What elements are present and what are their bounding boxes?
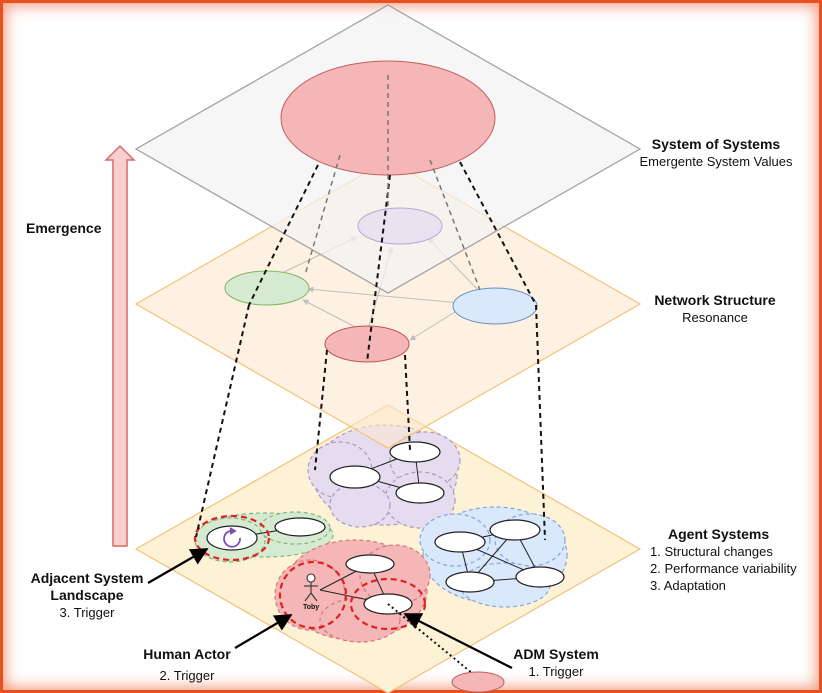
agent-node bbox=[345, 554, 395, 574]
adjacent-trigger: 3. Trigger bbox=[59, 605, 115, 620]
agent-node bbox=[445, 571, 495, 593]
emergence-label: Emergence bbox=[26, 220, 102, 236]
adjacent-node bbox=[206, 525, 258, 551]
adm-callout-arrow bbox=[403, 613, 513, 669]
adm-system-node bbox=[451, 671, 505, 693]
adm-title: ADM System bbox=[513, 646, 599, 662]
human-trigger-ring bbox=[278, 560, 348, 630]
cycle-icon bbox=[223, 527, 241, 548]
middle-layer-label: Network Structure Resonance bbox=[640, 292, 790, 326]
emergence-arrow bbox=[104, 144, 136, 547]
human-callout: Human Actor 2. Trigger bbox=[132, 646, 242, 684]
adjacent-title-1: Adjacent System bbox=[30, 570, 144, 586]
adjacent-callout: Adjacent System Landscape 3. Trigger bbox=[18, 570, 156, 621]
bottom-layer-item: 3. Adaptation bbox=[650, 578, 726, 593]
bottom-layer-label: Agent Systems 1. Structural changes 2. P… bbox=[650, 526, 797, 594]
agent-node bbox=[389, 441, 441, 463]
agent-node bbox=[274, 517, 326, 537]
agent-node bbox=[434, 531, 486, 553]
adjacent-trigger-ring bbox=[193, 514, 271, 562]
bottom-layer-item: 2. Performance variability bbox=[650, 561, 797, 576]
adm-trigger-ring bbox=[349, 577, 427, 631]
network-node-blue bbox=[452, 287, 538, 325]
network-structure-plane bbox=[134, 159, 642, 449]
network-node-purple bbox=[357, 207, 443, 245]
human-trigger: 2. Trigger bbox=[159, 668, 215, 683]
network-node-red bbox=[324, 325, 410, 363]
adm-callout: ADM System 1. Trigger bbox=[506, 646, 606, 680]
agent-node bbox=[489, 519, 541, 541]
middle-layer-subtitle: Resonance bbox=[682, 310, 748, 325]
human-callout-arrow bbox=[234, 614, 293, 649]
human-actor-icon bbox=[304, 573, 318, 602]
adjacent-callout-arrow bbox=[147, 548, 209, 584]
human-title: Human Actor bbox=[143, 646, 231, 662]
actor-name: Toby bbox=[303, 604, 320, 611]
adm-trigger: 1. Trigger bbox=[528, 664, 584, 679]
agent-node bbox=[515, 566, 565, 588]
agent-node bbox=[395, 482, 445, 504]
agent-node bbox=[329, 465, 381, 489]
bottom-layer-item: 1. Structural changes bbox=[650, 544, 773, 559]
middle-layer-title: Network Structure bbox=[654, 292, 776, 308]
bottom-layer-title: Agent Systems bbox=[668, 526, 770, 542]
top-layer-title: System of Systems bbox=[651, 136, 781, 152]
network-node-green bbox=[224, 270, 310, 306]
adjacent-title-2: Landscape bbox=[50, 587, 124, 603]
top-layer-subtitle: Emergente System Values bbox=[639, 154, 793, 169]
top-layer-label: System of Systems Emergente System Value… bbox=[628, 136, 804, 170]
